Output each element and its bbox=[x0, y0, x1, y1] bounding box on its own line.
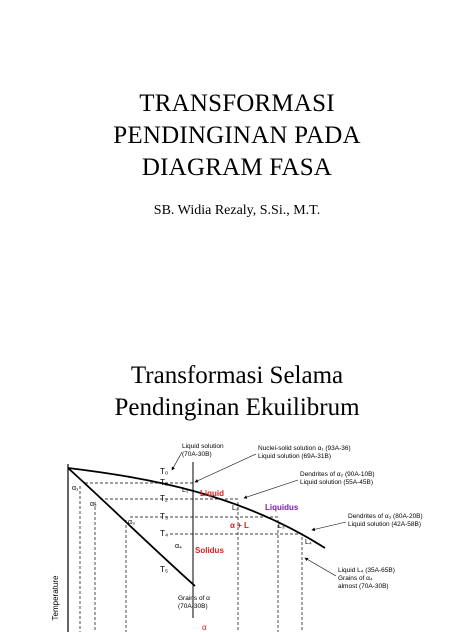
temp-label-t2: T₂ bbox=[160, 494, 168, 503]
svg-text:Liquid L₄ (35A-65B): Liquid L₄ (35A-65B) bbox=[338, 567, 395, 574]
svg-text:Liquid solution (69A-31B): Liquid solution (69A-31B) bbox=[258, 453, 331, 460]
temp-label-t4: T₄ bbox=[160, 529, 168, 538]
title2-line-1: Transformasi Selama bbox=[130, 362, 344, 389]
region-two-phase: α + L bbox=[230, 521, 249, 530]
region-liquid: Liquid bbox=[200, 489, 224, 498]
svg-text:Liquid solution (55A-45B): Liquid solution (55A-45B) bbox=[300, 479, 373, 486]
label-solidus: Solidus bbox=[195, 546, 224, 555]
title-line-2: PENDINGINAN PADA bbox=[113, 122, 361, 149]
annotation-liquid-solution: Liquid solution (70A-30B) bbox=[171, 443, 224, 471]
alpha-phase-label: α bbox=[202, 623, 207, 632]
label-liquidus: Liquidus bbox=[265, 503, 299, 512]
author-name: SB. Widia Rezaly, S.Si., M.T. bbox=[153, 203, 321, 218]
alpha-point-3: α₃ bbox=[128, 519, 135, 526]
svg-text:almost (70A-30B): almost (70A-30B) bbox=[338, 583, 389, 590]
svg-text:Liquid solution: Liquid solution bbox=[182, 443, 224, 450]
temp-label-t5: T₅ bbox=[160, 565, 168, 574]
content-slide: Transformasi Selama Pendinginan Ekuilibr… bbox=[0, 316, 474, 632]
title-line-1: TRANSFORMASI bbox=[139, 90, 335, 117]
slide-title: TRANSFORMASI PENDINGINAN PADA DIAGRAM FA… bbox=[0, 88, 474, 184]
svg-text:Liquid solution (42A-58B): Liquid solution (42A-58B) bbox=[348, 521, 421, 528]
alpha-point-2: α₂ bbox=[90, 501, 97, 508]
y-axis-label: Temperature bbox=[51, 575, 60, 620]
title-line-3: DIAGRAM FASA bbox=[141, 154, 333, 181]
annotation-dendrites-2: Dendrites of α₃ (80A-20B) Liquid solutio… bbox=[311, 513, 423, 532]
svg-text:Grains of α: Grains of α bbox=[178, 595, 210, 602]
svg-text:Grains of α₄: Grains of α₄ bbox=[338, 575, 373, 582]
slide-title-2: Transformasi Selama Pendinginan Ekuilibr… bbox=[0, 360, 474, 424]
liquid-point-3: L₃ bbox=[278, 523, 285, 530]
liquid-point-2: L₂ bbox=[232, 505, 239, 512]
title2-line-2: Pendinginan Ekuilibrum bbox=[114, 394, 360, 421]
svg-text:Nuclei-solid solution α₁ (93A-: Nuclei-solid solution α₁ (93A-36) bbox=[258, 445, 351, 452]
svg-text:Dendrites of α₃ (80A-20B): Dendrites of α₃ (80A-20B) bbox=[348, 513, 423, 520]
annotation-nuclei: Nuclei-solid solution α₁ (93A-36) Liquid… bbox=[194, 445, 351, 483]
annotation-grains-right: Liquid L₄ (35A-65B) Grains of α₄ almost … bbox=[304, 557, 395, 590]
svg-text:(70A-30B): (70A-30B) bbox=[178, 603, 208, 610]
svg-text:Dendrites of α₂ (90A-10B): Dendrites of α₂ (90A-10B) bbox=[300, 471, 375, 478]
temp-label-t0: T₀ bbox=[160, 467, 168, 476]
phase-diagram: Temperature T₀ T₁ T₂ T₃ T₄ T₅ α₁ α₂ α₃ α… bbox=[51, 443, 423, 632]
annotation-dendrites-1: Dendrites of α₂ (90A-10B) Liquid solutio… bbox=[243, 471, 375, 499]
annotation-grains-left: Grains of α (70A-30B) bbox=[178, 595, 210, 610]
alpha-point-4: α₄ bbox=[175, 543, 182, 550]
liquid-point-4: L₄ bbox=[305, 539, 312, 546]
liquidus-curve bbox=[67, 467, 326, 549]
solidus-curve bbox=[67, 467, 196, 587]
title-slide: TRANSFORMASI PENDINGINAN PADA DIAGRAM FA… bbox=[0, 88, 474, 218]
alpha-point-1: α₁ bbox=[72, 485, 79, 492]
temp-label-t1: T₁ bbox=[160, 478, 168, 487]
temp-label-t3: T₃ bbox=[160, 512, 168, 521]
liquid-point-1: L₁ bbox=[182, 487, 189, 494]
svg-text:(70A-30B): (70A-30B) bbox=[182, 451, 212, 458]
